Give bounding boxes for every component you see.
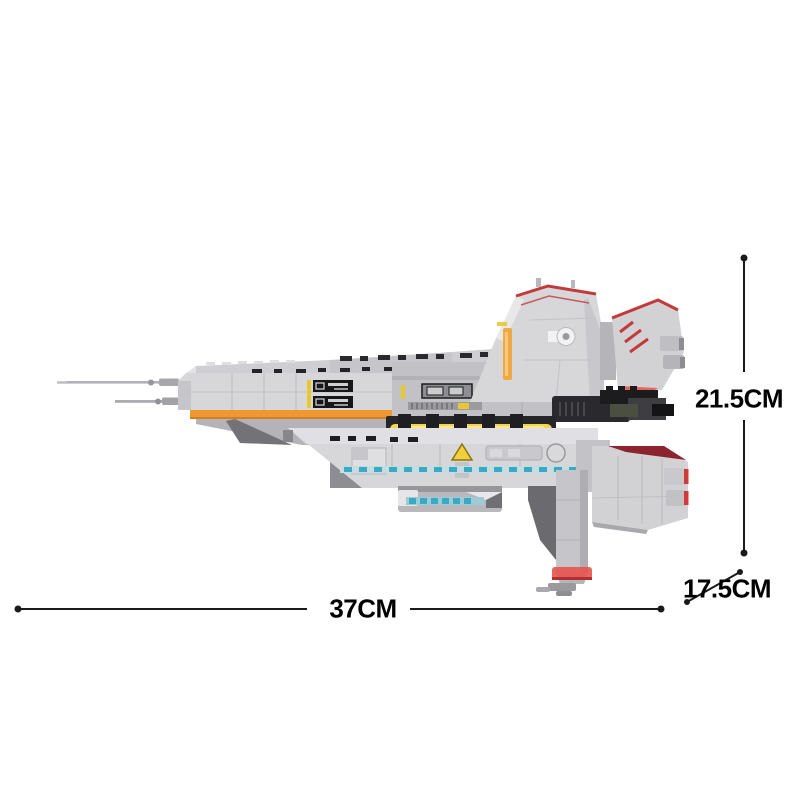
height-dimension-label: 21.5CM	[694, 383, 784, 414]
nose-antennas	[57, 378, 179, 405]
length-dimension-label: 37CM	[329, 593, 397, 624]
lower-hull	[283, 428, 598, 488]
ventral-pod	[398, 486, 502, 512]
rear-lower-pod	[576, 440, 689, 534]
conning-tower	[470, 278, 604, 403]
height-dimension-line	[740, 254, 748, 557]
dimension-lines	[14, 254, 748, 613]
rear-engine-pod	[600, 298, 685, 398]
brick-spaceship	[57, 278, 689, 596]
depth-dimension-line	[684, 569, 743, 605]
length-dimension-line	[14, 605, 665, 613]
landing-gear	[528, 470, 592, 596]
weapon-assembly	[552, 386, 674, 422]
depth-dimension-label: 17.5CM	[682, 573, 772, 604]
orange-hull-stripe	[190, 410, 392, 419]
forward-fuselage	[178, 366, 392, 410]
